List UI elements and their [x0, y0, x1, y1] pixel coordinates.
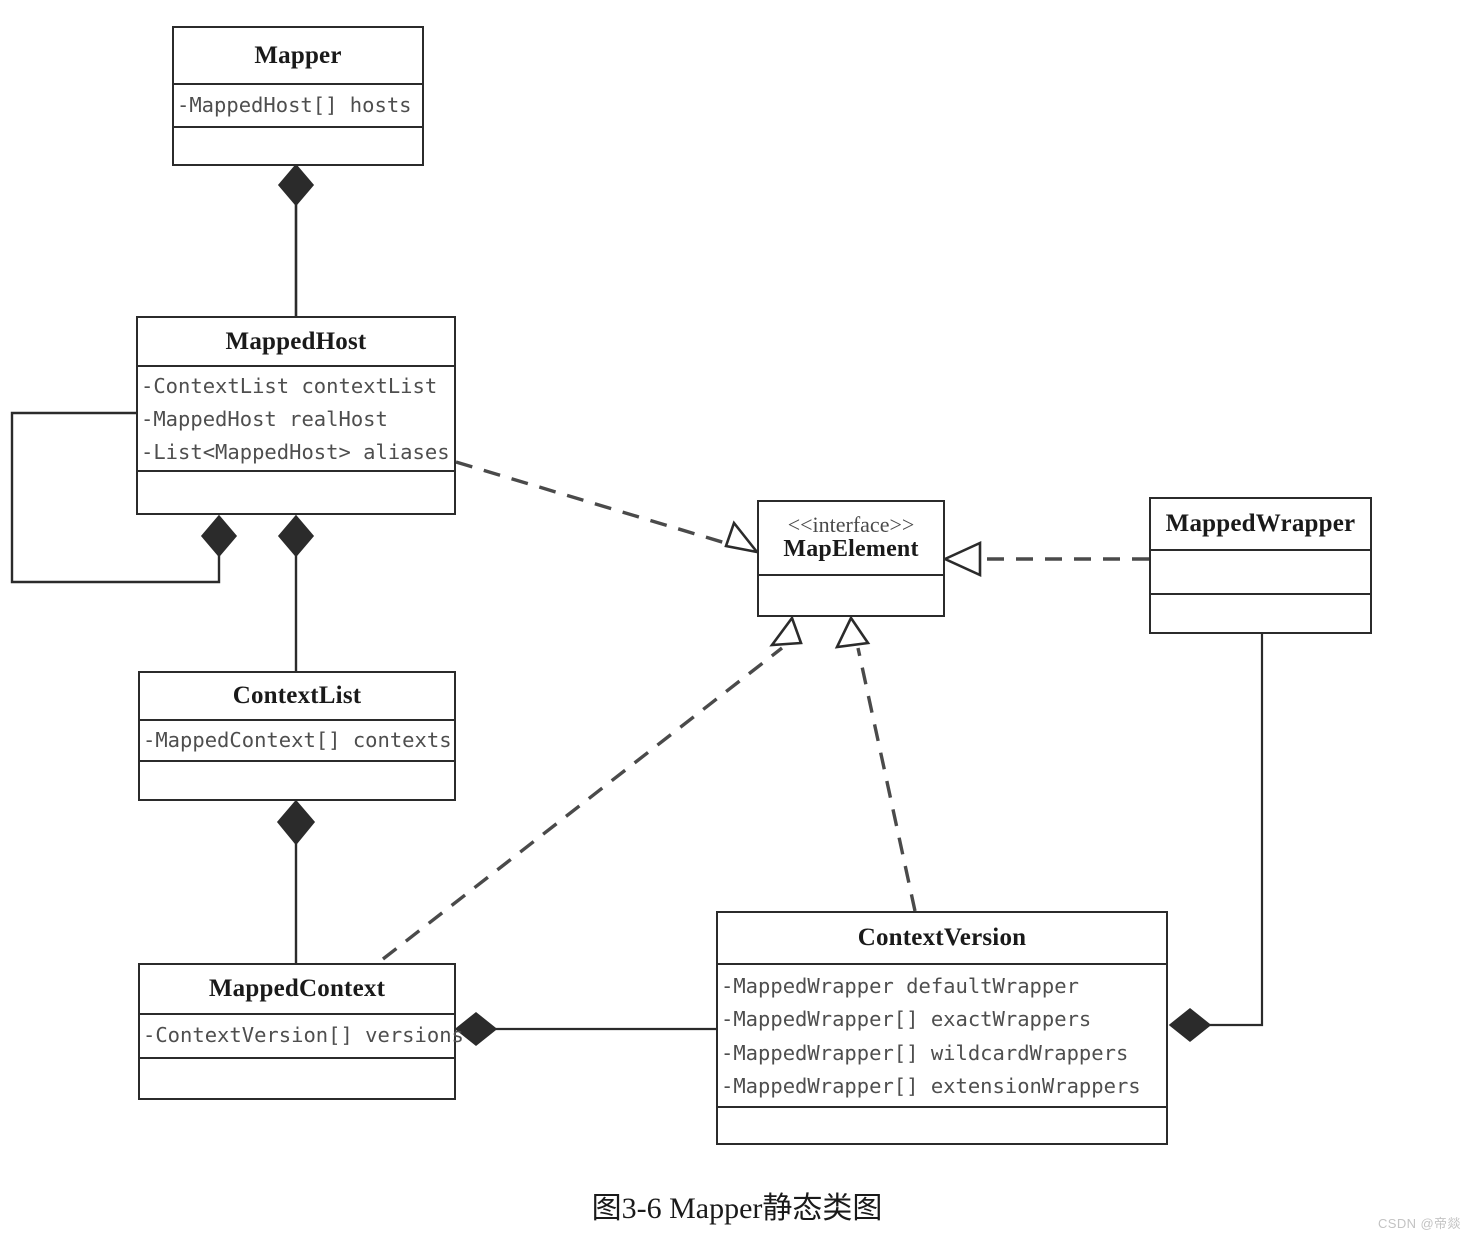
figure-caption: 图3-6 Mapper静态类图: [591, 1192, 883, 1225]
class-box-map-element[interactable]: <<interface>> MapElement: [757, 500, 945, 617]
class-body-map-element: [759, 574, 943, 617]
attribute-row: -ContextList contextList: [141, 373, 438, 398]
class-operations-mapped-wrapper: [1151, 593, 1370, 634]
edge-mappedhost-mapelement: [455, 460, 761, 554]
class-operations-mapper: [174, 126, 422, 166]
attribute-row: -MappedWrapper defaultWrapper: [721, 974, 1079, 999]
class-operations-mapped-host: [138, 470, 454, 515]
class-title-mapper: Mapper: [254, 41, 342, 69]
class-title-context-list: ContextList: [232, 682, 362, 709]
csdn-watermark: CSDN @帝燚: [1378, 1216, 1461, 1231]
edge-contextlist-mappedcontext: [276, 799, 316, 963]
class-title-map-element: MapElement: [783, 536, 919, 563]
attribute-row: -MappedHost realHost: [141, 406, 388, 431]
edge-mappedhost-contextlist: [277, 514, 315, 671]
class-box-mapped-wrapper[interactable]: MappedWrapper: [1149, 497, 1372, 634]
class-header-mapped-context: MappedContext: [140, 965, 454, 1013]
class-title-context-version: ContextVersion: [857, 924, 1027, 951]
class-title-mapped-context: MappedContext: [208, 975, 386, 1002]
class-attributes-context-list: -MappedContext[] contexts: [140, 719, 454, 760]
attribute-row: -MappedWrapper[] wildcardWrappers: [721, 1040, 1129, 1065]
attribute-row: -List<MappedHost> aliases: [141, 440, 450, 465]
class-box-mapped-host[interactable]: MappedHost -ContextList contextList -Map…: [136, 316, 456, 515]
class-stereotype-map-element: <<interface>>: [787, 511, 915, 537]
class-operations-context-version: [718, 1106, 1166, 1145]
class-attributes-mapped-context: -ContextVersion[] versions: [140, 1013, 464, 1057]
edge-mappedwrapper-contextversion: [1168, 634, 1264, 1043]
class-title-mapped-wrapper: MappedWrapper: [1165, 510, 1356, 537]
class-header-context-version: ContextVersion: [718, 913, 1166, 963]
class-attributes-mapped-wrapper: [1151, 549, 1370, 593]
attribute-row: -MappedWrapper[] extensionWrappers: [721, 1073, 1141, 1098]
class-header-map-element: <<interface>> MapElement: [759, 502, 943, 574]
class-header-mapped-wrapper: MappedWrapper: [1151, 499, 1370, 549]
class-attributes-mapper: -MappedHost[] hosts: [174, 83, 422, 126]
class-box-mapper[interactable]: Mapper -MappedHost[] hosts: [172, 26, 424, 166]
class-operations-mapped-context: [140, 1057, 454, 1100]
attribute-row: -MappedHost[] hosts: [177, 92, 412, 117]
class-header-context-list: ContextList: [140, 673, 454, 719]
edge-mapper-mappedhost: [277, 163, 315, 316]
class-box-context-version[interactable]: ContextVersion -MappedWrapper defaultWra…: [716, 911, 1168, 1145]
class-header-mapper: Mapper: [174, 28, 422, 83]
class-operations-context-list: [140, 760, 454, 801]
class-box-context-list[interactable]: ContextList -MappedContext[] contexts: [138, 671, 456, 801]
attribute-row: -ContextVersion[] versions: [143, 1023, 464, 1048]
class-attributes-context-version: -MappedWrapper defaultWrapper -MappedWra…: [718, 963, 1166, 1106]
attribute-row: -MappedContext[] contexts: [143, 727, 452, 752]
class-attributes-mapped-host: -ContextList contextList -MappedHost rea…: [138, 365, 454, 470]
class-box-mapped-context[interactable]: MappedContext -ContextVersion[] versions: [138, 963, 464, 1100]
class-header-mapped-host: MappedHost: [138, 318, 454, 365]
edge-contextversion-mapelement: [834, 615, 917, 912]
edge-mappedcontext-contextversion: [454, 1011, 717, 1047]
class-title-mapped-host: MappedHost: [225, 327, 367, 355]
edge-mappedwrapper-mapelement: [941, 540, 1149, 578]
attribute-row: -MappedWrapper[] exactWrappers: [721, 1007, 1092, 1032]
